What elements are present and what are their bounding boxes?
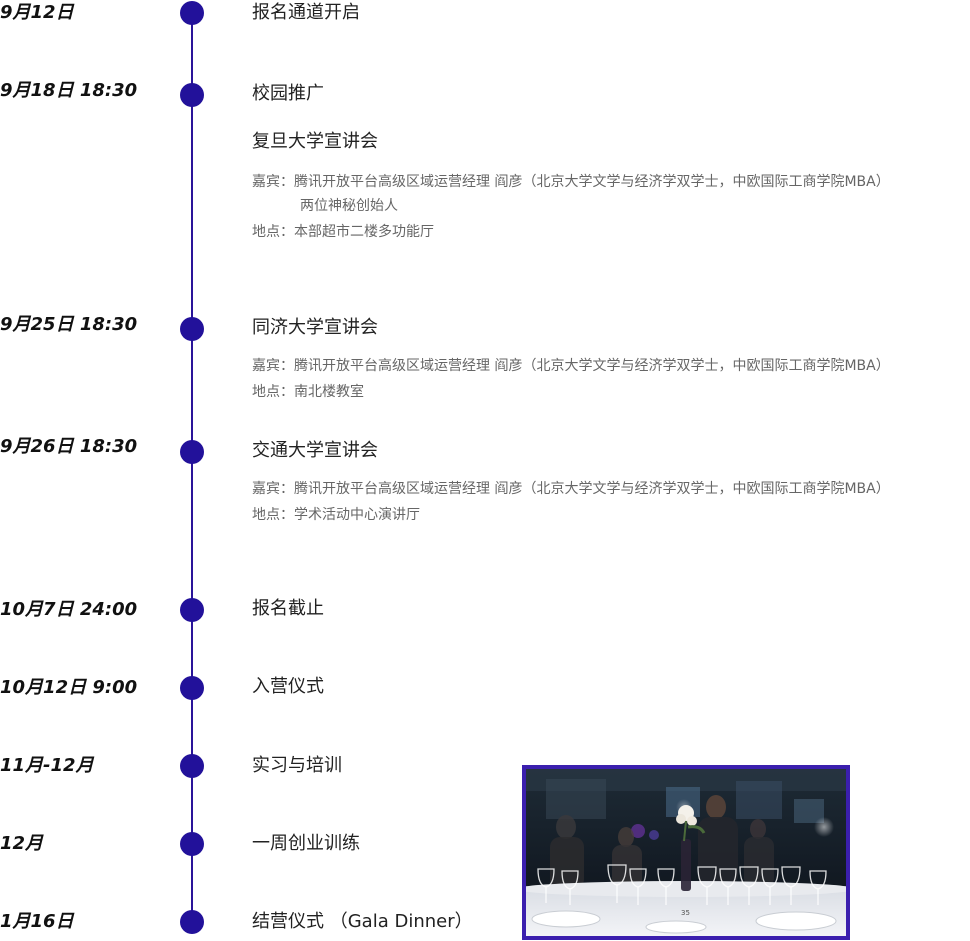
event-title: 报名通道开启 (252, 2, 360, 23)
gala-dinner-photo: 35 (522, 765, 850, 940)
timeline-dot (180, 598, 204, 622)
tongji-guest: 嘉宾：腾讯开放平台高级区域运营经理 阎彦（北京大学文学与经济学双学士，中欧国际工… (252, 358, 890, 374)
event-date: 11月-12月 (0, 755, 94, 776)
event-date: 9月18日 18:30 (0, 80, 138, 101)
event-title: 入营仪式 (252, 676, 324, 697)
event-date: 9月26日 18:30 (0, 436, 138, 457)
jiaotong-guest: 嘉宾：腾讯开放平台高级区域运营经理 阎彦（北京大学文学与经济学双学士，中欧国际工… (252, 481, 890, 497)
timeline-dot (180, 83, 204, 107)
timeline-dot (180, 832, 204, 856)
event-title: 校园推广 (252, 83, 324, 104)
event-title: 实习与培训 (252, 755, 342, 776)
table-number: 35 (681, 909, 690, 917)
timeline-dot (180, 676, 204, 700)
event-title: 报名截止 (252, 598, 324, 619)
event-date: 9月25日 18:30 (0, 314, 138, 335)
event-date: 10月12日 9:00 (0, 677, 138, 698)
event-title: 同济大学宣讲会 (252, 317, 378, 338)
timeline-dot (180, 910, 204, 934)
timeline-dot (180, 440, 204, 464)
jiaotong-venue: 地点：学术活动中心演讲厅 (252, 507, 420, 523)
timeline-dot (180, 1, 204, 25)
event-date: 9月12日 (0, 2, 74, 23)
fudan-venue: 地点：本部超市二楼多功能厅 (252, 224, 434, 240)
event-date: 1月16日 (0, 911, 74, 932)
timeline-dot (180, 317, 204, 341)
timeline-dot (180, 754, 204, 778)
event-title: 结营仪式 （Gala Dinner） (252, 911, 473, 932)
fudan-guest-extra: 两位神秘创始人 (300, 198, 398, 214)
event-title: 交通大学宣讲会 (252, 440, 378, 461)
event-date: 12月 (0, 833, 44, 854)
fudan-guest: 嘉宾：腾讯开放平台高级区域运营经理 阎彦（北京大学文学与经济学双学士，中欧国际工… (252, 174, 890, 190)
event-title: 一周创业训练 (252, 833, 360, 854)
timeline-line (191, 12, 193, 922)
tongji-venue: 地点：南北楼教室 (252, 384, 364, 400)
fudan-talk-title: 复旦大学宣讲会 (252, 131, 378, 152)
event-date: 10月7日 24:00 (0, 599, 138, 620)
